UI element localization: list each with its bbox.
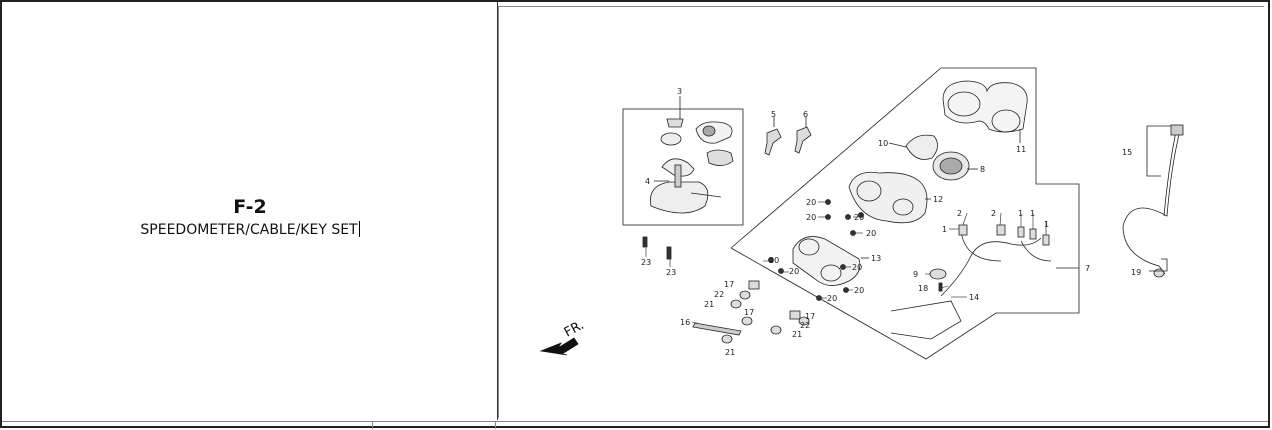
callout-21: 21 bbox=[704, 300, 714, 309]
section-code: F-2 bbox=[233, 196, 267, 218]
callout-17: 17 bbox=[805, 312, 815, 321]
callout-9: 9 bbox=[913, 270, 918, 279]
callout-20: 20 bbox=[852, 263, 862, 272]
text-cursor bbox=[358, 221, 360, 237]
callout-20: 20 bbox=[806, 213, 816, 222]
grommets-and-nuts bbox=[721, 280, 810, 344]
leader-lines bbox=[645, 201, 1047, 324]
direction-label: FR. bbox=[562, 318, 587, 341]
callout-16: 16 bbox=[680, 318, 690, 327]
callout-19: 19 bbox=[1131, 268, 1141, 277]
callout-1: 1 bbox=[1044, 220, 1049, 229]
speedometer-cable bbox=[1122, 124, 1184, 278]
callout-1: 1 bbox=[1030, 209, 1035, 218]
meter-cover bbox=[792, 236, 869, 286]
callout-7: 7 bbox=[1085, 264, 1090, 273]
meter-lower-case bbox=[848, 171, 931, 224]
key-set-box bbox=[622, 108, 744, 226]
diagram-cell: 3 4 5 6 10 11 8 12 20 20 20 20 20 20 20 … bbox=[498, 6, 1264, 418]
callout-21: 21 bbox=[725, 348, 735, 357]
section-info-cell: F-2 SPEEDOMETER/CABLE/KEY SET bbox=[2, 2, 498, 420]
callout-2: 2 bbox=[991, 209, 996, 218]
callout-1: 1 bbox=[1018, 209, 1023, 218]
callout-14: 14 bbox=[969, 293, 979, 302]
column-divider bbox=[495, 422, 496, 429]
callout-12: 12 bbox=[933, 195, 943, 204]
section-title-line[interactable]: SPEEDOMETER/CABLE/KEY SET bbox=[2, 221, 498, 238]
callout-2: 2 bbox=[957, 209, 962, 218]
callout-20: 20 bbox=[769, 256, 779, 265]
callout-4: 4 bbox=[645, 177, 650, 186]
tachometer-unit bbox=[932, 151, 978, 181]
callout-23: 23 bbox=[641, 258, 651, 267]
ignition-switch bbox=[650, 96, 734, 214]
callout-20: 20 bbox=[827, 294, 837, 303]
wire-harness bbox=[890, 224, 1079, 340]
callout-20: 20 bbox=[854, 286, 864, 295]
section-title: SPEEDOMETER/CABLE/KEY SET bbox=[140, 222, 358, 238]
callout-22: 22 bbox=[714, 290, 724, 299]
next-table-row bbox=[2, 421, 1268, 429]
callout-10: 10 bbox=[878, 139, 888, 148]
lens-cover bbox=[905, 134, 938, 160]
callout-3: 3 bbox=[677, 87, 682, 96]
callout-13: 13 bbox=[871, 254, 881, 263]
callout-20: 20 bbox=[866, 229, 876, 238]
callout-21: 21 bbox=[792, 330, 802, 339]
callout-11: 11 bbox=[1016, 145, 1026, 154]
front-direction-arrow bbox=[539, 337, 579, 356]
callout-20: 20 bbox=[789, 267, 799, 276]
callout-20: 20 bbox=[854, 213, 864, 222]
callout-labels: 3 4 5 6 10 11 8 12 20 20 20 20 20 20 20 … bbox=[562, 87, 1141, 357]
meter-assembly-outline bbox=[730, 67, 1080, 360]
callout-8: 8 bbox=[980, 165, 985, 174]
callout-15: 15 bbox=[1122, 148, 1132, 157]
callout-22: 22 bbox=[800, 321, 810, 330]
callout-23: 23 bbox=[666, 268, 676, 277]
exploded-parts-diagram: 3 4 5 6 10 11 8 12 20 20 20 20 20 20 20 … bbox=[539, 67, 1184, 360]
callout-18: 18 bbox=[918, 284, 928, 293]
callout-20: 20 bbox=[806, 198, 816, 207]
callout-6: 6 bbox=[803, 110, 808, 119]
keys bbox=[764, 117, 812, 156]
stay-bracket bbox=[692, 322, 742, 336]
callout-5: 5 bbox=[771, 110, 776, 119]
meter-upper-case bbox=[942, 80, 1028, 143]
callout-17: 17 bbox=[724, 280, 734, 289]
column-divider bbox=[372, 422, 373, 429]
callout-17: 17 bbox=[744, 308, 754, 317]
callout-1: 1 bbox=[942, 225, 947, 234]
